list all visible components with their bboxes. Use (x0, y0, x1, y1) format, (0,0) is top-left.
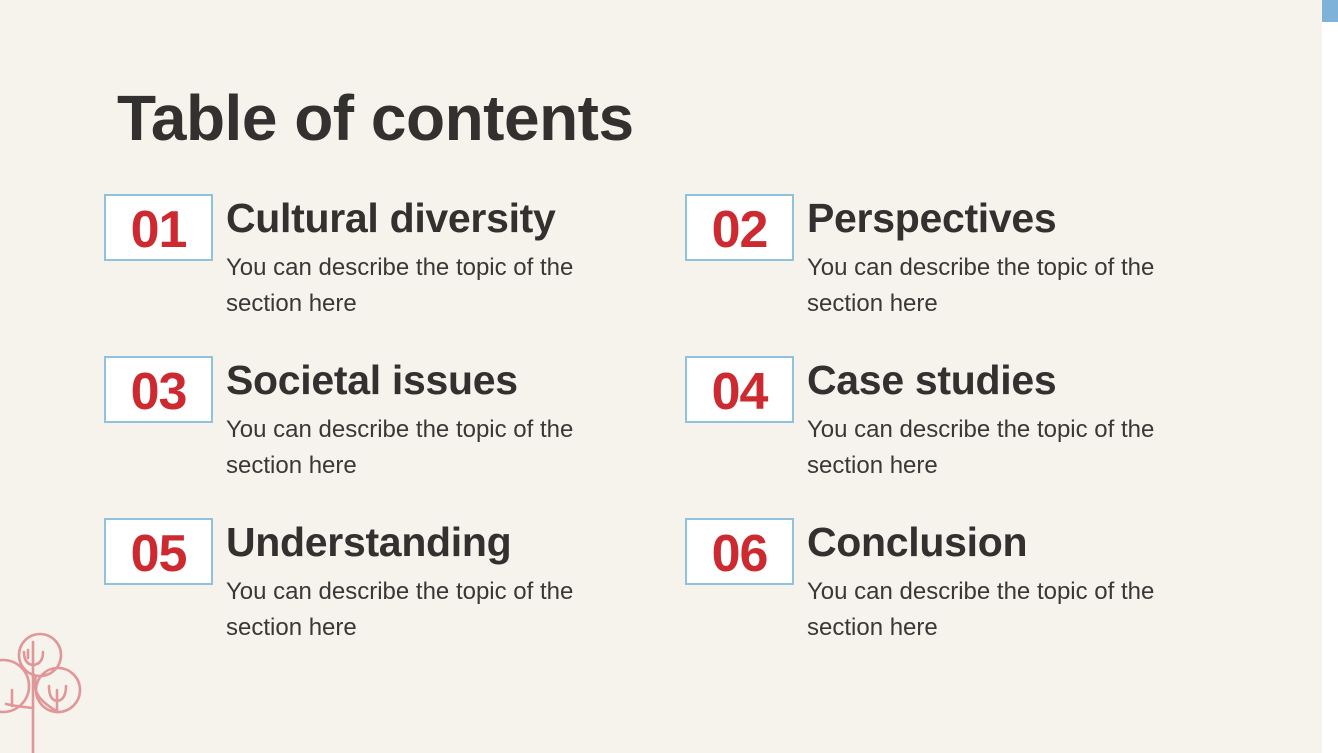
section-number: 03 (130, 362, 188, 421)
blue-accent-bar (1322, 0, 1338, 22)
toc-item-02: 02 Perspectives You can describe the top… (685, 194, 1205, 324)
section-heading: Perspectives (807, 195, 1057, 241)
section-heading: Societal issues (226, 357, 518, 403)
section-heading: Conclusion (807, 519, 1028, 565)
toc-item-03: 03 Societal issues You can describe the … (104, 356, 624, 486)
section-heading: Case studies (807, 357, 1057, 403)
section-description: You can describe the topic of the sectio… (807, 416, 1155, 479)
tree-icon (0, 632, 82, 753)
number-box: 06 (685, 518, 794, 585)
section-number: 06 (711, 524, 769, 583)
side-strip (1322, 0, 1338, 753)
section-number: 04 (711, 362, 769, 421)
section-description: You can describe the topic of the sectio… (807, 578, 1155, 641)
toc-item-05: 05 Understanding You can describe the to… (104, 518, 624, 648)
section-number: 02 (711, 200, 769, 259)
section-description: You can describe the topic of the sectio… (807, 254, 1155, 317)
number-box: 02 (685, 194, 794, 261)
section-description: You can describe the topic of the sectio… (226, 416, 574, 479)
toc-item-01: 01 Cultural diversity You can describe t… (104, 194, 624, 324)
section-number: 05 (130, 524, 188, 583)
section-heading: Understanding (226, 519, 512, 565)
section-description: You can describe the topic of the sectio… (226, 254, 574, 317)
section-number: 01 (130, 200, 188, 259)
number-box: 04 (685, 356, 794, 423)
section-description: You can describe the topic of the sectio… (226, 578, 574, 641)
number-box: 03 (104, 356, 213, 423)
toc-item-06: 06 Conclusion You can describe the topic… (685, 518, 1205, 648)
toc-item-04: 04 Case studies You can describe the top… (685, 356, 1205, 486)
number-box: 05 (104, 518, 213, 585)
number-box: 01 (104, 194, 213, 261)
page-title: Table of contents (117, 82, 634, 154)
section-heading: Cultural diversity (226, 195, 556, 241)
